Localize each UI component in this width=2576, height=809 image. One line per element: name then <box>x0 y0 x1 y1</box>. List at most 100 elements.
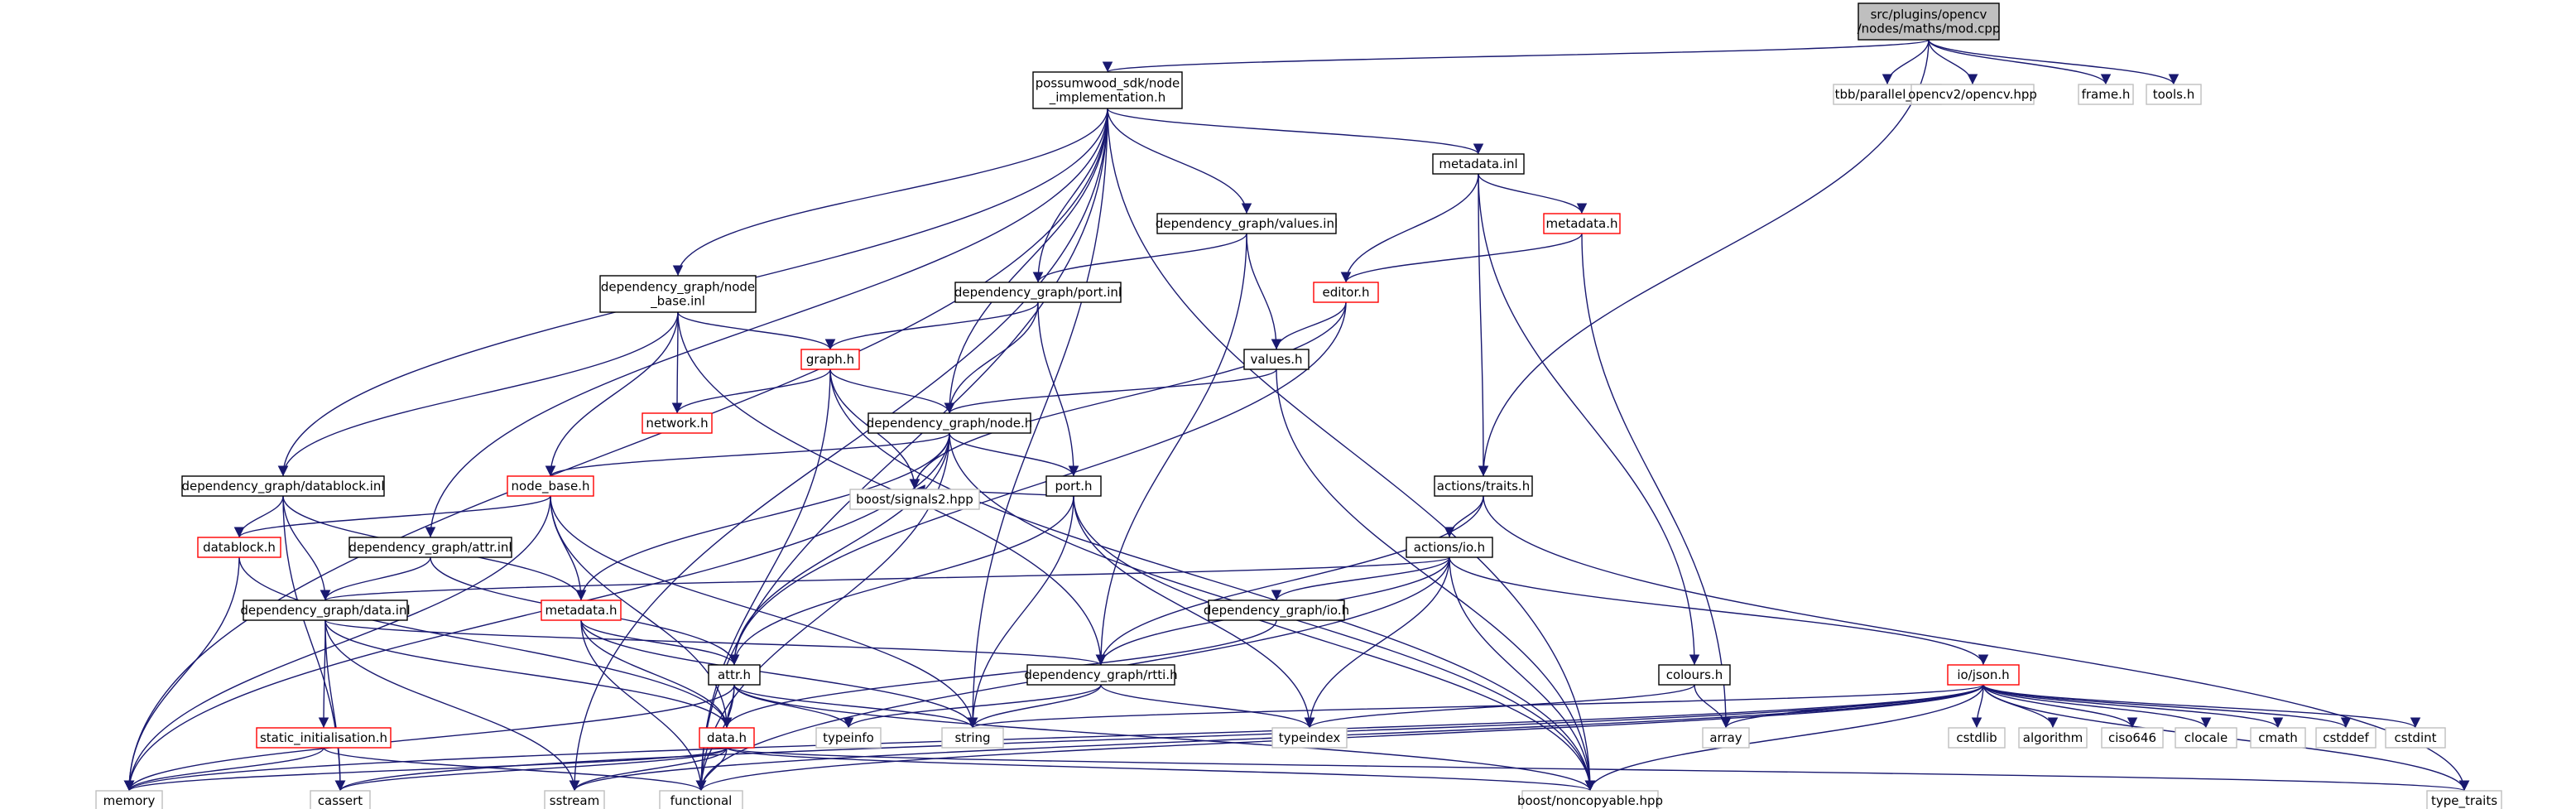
edge-graph-to-noncopyable <box>829 368 1596 792</box>
edge-graph-to-functional <box>695 368 831 792</box>
node-box <box>95 790 163 809</box>
node-label: string <box>954 730 990 745</box>
node-label: type_traits <box>2431 793 2497 809</box>
node-label: dependency_graph/datablock.inl <box>181 479 384 494</box>
edge-metadata_h-to-attr_h <box>580 619 740 666</box>
node-data-h[interactable]: data.h <box>699 727 755 749</box>
node-label: typeindex <box>1279 730 1341 745</box>
node-label: metadata.h <box>1546 216 1618 231</box>
node-box <box>849 489 980 510</box>
node-actions-traits[interactable]: actions/traits.h <box>1434 475 1533 497</box>
edge-io_json-to-cmath <box>1982 684 2284 729</box>
node-metadata-inl[interactable]: metadata.inl <box>1432 153 1525 175</box>
dependency-edges <box>123 39 2470 792</box>
node-label: memory <box>103 793 156 808</box>
node-actions-io[interactable]: actions/io.h <box>1406 537 1493 558</box>
node-label: algorithm <box>2023 730 2083 745</box>
node-attr-h[interactable]: attr.h <box>708 664 761 686</box>
node-node-base-h[interactable]: node_base.h <box>507 475 594 497</box>
node-datablock-inl[interactable]: dependency_graph/datablock.inl <box>181 475 385 497</box>
edge-node_base_inl-to-network <box>671 311 683 414</box>
node-box <box>2426 790 2502 809</box>
node-label: tools.h <box>2153 87 2195 102</box>
edge-io_h-to-data_h <box>721 619 1277 729</box>
node-label: dependency_graph/node <box>601 280 755 296</box>
node-sstream: sstream <box>544 790 605 809</box>
node-static-init[interactable]: static_initialisation.h <box>256 727 392 749</box>
edge-actions_traits-to-actions_io <box>1444 495 1484 538</box>
node-node-h[interactable]: dependency_graph/node.h <box>867 412 1033 434</box>
edge-rtti-to-typeinfo <box>843 684 1102 729</box>
node-cmath: cmath <box>2250 727 2306 749</box>
edge-io_json-to-cstdint <box>1982 684 2421 729</box>
node-label: boost/signals2.hpp <box>856 492 973 507</box>
edge-node_base_inl-to-graph <box>677 311 836 350</box>
node-box <box>1026 664 1175 686</box>
node-possumwood[interactable]: possumwood_sdk/node_implementation.h <box>1032 71 1183 109</box>
edge-node_base_h-to-datablock_h <box>233 495 551 538</box>
node-box <box>1948 727 2006 749</box>
edge-io_json-to-string <box>968 684 1984 729</box>
node-label: functional <box>670 793 733 808</box>
edge-static_init-to-functional <box>323 747 707 792</box>
node-noncopyable: boost/noncopyable.hpp <box>1517 790 1663 809</box>
node-io-json[interactable]: io/json.h <box>1947 664 2020 686</box>
edge-datablock_h-to-data_h <box>238 556 733 729</box>
node-label: colours.h <box>1666 667 1723 682</box>
node-editor[interactable]: editor.h <box>1313 282 1379 303</box>
node-label: metadata.h <box>545 603 618 618</box>
node-io-h[interactable]: dependency_graph/io.h <box>1204 600 1349 621</box>
node-port-h[interactable]: port.h <box>1045 475 1102 497</box>
edge-root-to-opencv <box>1928 39 1978 85</box>
node-clocale: clocale <box>2175 727 2237 749</box>
node-data-inl[interactable]: dependency_graph/data.inl <box>240 600 411 621</box>
edge-actions_io-to-typeindex <box>1304 556 1450 729</box>
edge-data_inl-to-data_h <box>324 619 733 729</box>
node-attr-inl[interactable]: dependency_graph/attr.inl <box>348 537 512 558</box>
edge-data_inl-to-rtti <box>324 619 1106 666</box>
node-box <box>2101 727 2164 749</box>
node-label: metadata.inl <box>1439 157 1517 171</box>
node-box <box>1208 600 1345 621</box>
node-node-base-inl[interactable]: dependency_graph/node_base.inl <box>599 275 757 313</box>
node-box <box>2175 727 2237 749</box>
node-box <box>348 537 512 558</box>
edge-node_base_inl-to-node_base_h <box>545 311 679 477</box>
edge-rtti-to-typeindex <box>1100 684 1315 729</box>
node-ciso646: ciso646 <box>2101 727 2164 749</box>
node-label: boost/noncopyable.hpp <box>1517 793 1663 808</box>
node-box <box>1434 475 1533 497</box>
node-box <box>2078 84 2134 105</box>
node-values-h[interactable]: values.h <box>1243 349 1310 370</box>
node-box <box>599 275 757 313</box>
node-box <box>197 537 281 558</box>
node-label: graph.h <box>806 352 854 367</box>
node-label: src/plugins/opencv <box>1871 7 1987 22</box>
node-colours[interactable]: colours.h <box>1658 664 1731 686</box>
node-box <box>1045 475 1102 497</box>
node-frame: frame.h <box>2078 84 2134 105</box>
node-label: cassert <box>318 793 363 808</box>
edge-root-to-tbb <box>1882 39 1930 85</box>
node-metadata-h[interactable]: metadata.h <box>541 600 622 621</box>
edge-io_json-to-memory <box>124 684 1984 792</box>
node-network[interactable]: network.h <box>642 412 713 434</box>
node-graph[interactable]: graph.h <box>800 349 860 370</box>
node-label: network.h <box>646 416 708 431</box>
node-metadata-h-top[interactable]: metadata.h <box>1543 213 1621 234</box>
node-rtti[interactable]: dependency_graph/rtti.h <box>1024 664 1178 686</box>
edge-data_h-to-type_traits <box>726 747 2469 792</box>
node-datablock-h[interactable]: datablock.h <box>197 537 281 558</box>
edge-actions_io-to-io_h <box>1271 556 1450 601</box>
node-root[interactable]: src/plugins/opencv/nodes/maths/mod.cpp <box>1858 2 2001 41</box>
edge-possumwood-to-port_inl <box>1032 108 1108 283</box>
node-box <box>1313 282 1379 303</box>
node-box <box>1432 153 1525 175</box>
edge-possumwood-to-node_base_inl <box>672 108 1108 277</box>
node-values-inl[interactable]: dependency_graph/values.inl <box>1156 213 1338 234</box>
edge-actions_io-to-io_json <box>1449 556 1989 666</box>
node-box <box>941 727 1004 749</box>
node-box <box>1521 790 1659 809</box>
edge-graph-to-node_h <box>829 368 955 414</box>
node-port-inl[interactable]: dependency_graph/port.inl <box>954 282 1122 303</box>
